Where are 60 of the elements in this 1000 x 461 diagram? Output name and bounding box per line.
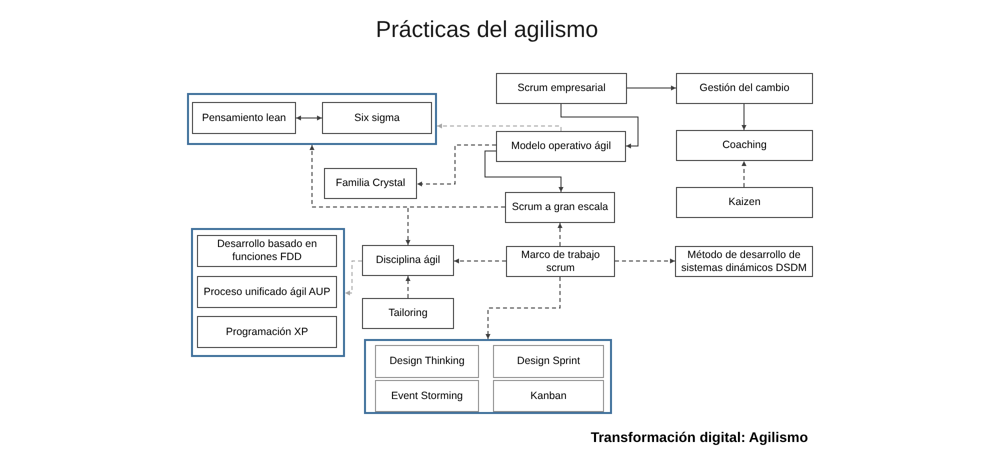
arrow — [486, 276, 560, 340]
process-box — [676, 187, 813, 218]
box-label: Kanban — [530, 390, 567, 402]
group-frame — [364, 339, 612, 414]
process-box — [197, 316, 337, 348]
box-label: Design Thinking — [389, 355, 465, 368]
process-box — [506, 246, 615, 277]
arrow — [742, 160, 746, 188]
box-label: Coaching — [722, 139, 767, 152]
box-label: Gestión del cambio — [700, 82, 790, 95]
process-box — [496, 73, 627, 104]
box-label: Proceso unificado ágil AUP — [204, 286, 330, 298]
group-frame — [191, 228, 345, 357]
process-box — [493, 380, 604, 412]
process-box — [505, 192, 615, 223]
box-label: Kaizen — [728, 196, 761, 209]
process-box — [197, 235, 337, 267]
arrow — [558, 222, 562, 246]
process-box — [375, 345, 479, 378]
box-label: Desarrollo basado en funciones FDD — [216, 238, 318, 264]
box-label: Scrum a gran escala — [512, 201, 608, 214]
diagram-title: Prácticas del agilismo — [376, 16, 598, 43]
arrow — [416, 144, 496, 186]
box-label: Tailoring — [388, 307, 428, 320]
process-box — [375, 380, 479, 412]
process-box — [324, 168, 417, 199]
box-label: Pensamiento lean — [202, 112, 286, 124]
process-box — [676, 73, 813, 104]
process-box — [676, 130, 813, 161]
process-box — [362, 245, 454, 276]
group-frame — [187, 93, 437, 145]
box-label: Familia Crystal — [336, 177, 406, 190]
arrow — [436, 124, 562, 132]
box-label: Disciplina ágil — [376, 254, 440, 267]
process-box — [192, 102, 296, 134]
arrow — [344, 260, 362, 296]
process-box — [362, 298, 454, 329]
box-label: Event Storming — [391, 390, 463, 402]
process-box — [493, 345, 604, 378]
arrow — [626, 86, 676, 90]
arrow — [406, 206, 506, 246]
process-box — [322, 102, 432, 134]
caption: Transformación digital: Agilismo — [590, 429, 808, 445]
process-box — [675, 246, 813, 277]
box-label: Método de desarrollo de sistemas dinámicos DSDM — [680, 248, 808, 274]
box-label: Modelo operativo ágil — [511, 140, 611, 153]
box-label: Marco de trabajo scrum — [520, 248, 601, 274]
box-label: Six sigma — [354, 112, 400, 124]
arrow — [454, 258, 506, 264]
process-box — [496, 131, 626, 162]
double-arrow — [296, 116, 322, 120]
arrow — [406, 276, 410, 298]
arrow — [484, 150, 564, 192]
box-label: Design Sprint — [516, 355, 580, 368]
arrow — [560, 104, 638, 148]
box-label: Programación XP — [226, 326, 308, 338]
process-box — [197, 276, 337, 308]
arrow — [742, 104, 746, 130]
arrow — [614, 258, 676, 264]
box-label: Scrum empresarial — [517, 82, 606, 95]
